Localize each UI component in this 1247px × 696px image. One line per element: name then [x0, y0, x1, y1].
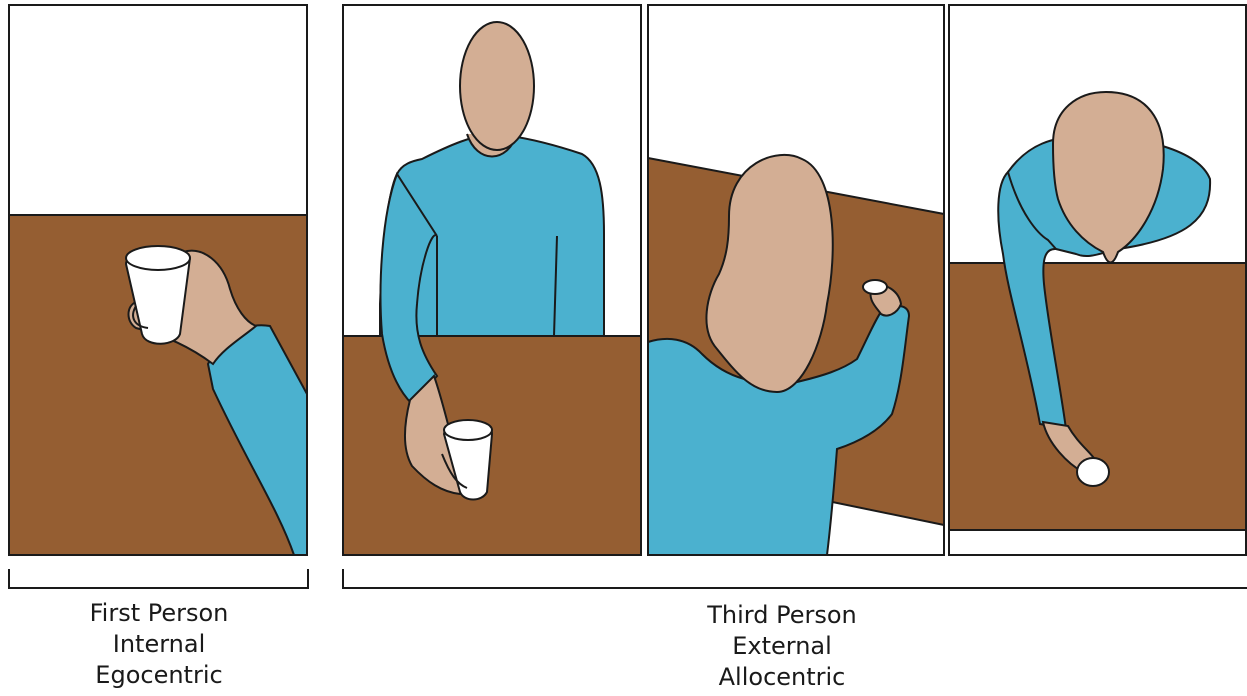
third-person-back-panel — [647, 4, 945, 556]
first-person-caption: First Person Internal Egocentric — [8, 598, 310, 691]
third-person-bracket — [342, 568, 1247, 590]
caption-line: Egocentric — [8, 660, 310, 691]
third-person-front-panel — [342, 4, 642, 556]
first-person-bracket — [8, 568, 310, 590]
caption-line: Third Person — [342, 600, 1222, 631]
third-person-top-panel — [948, 4, 1247, 556]
caption-line: External — [342, 631, 1222, 662]
head — [460, 22, 534, 150]
first-person-panel — [8, 4, 308, 556]
caption-line: Allocentric — [342, 662, 1222, 693]
cup — [1077, 458, 1109, 486]
caption-line: Internal — [8, 629, 310, 660]
table-surface — [949, 263, 1246, 530]
cup — [863, 280, 887, 294]
caption-line: First Person — [8, 598, 310, 629]
third-person-caption: Third Person External Allocentric — [342, 600, 1222, 693]
